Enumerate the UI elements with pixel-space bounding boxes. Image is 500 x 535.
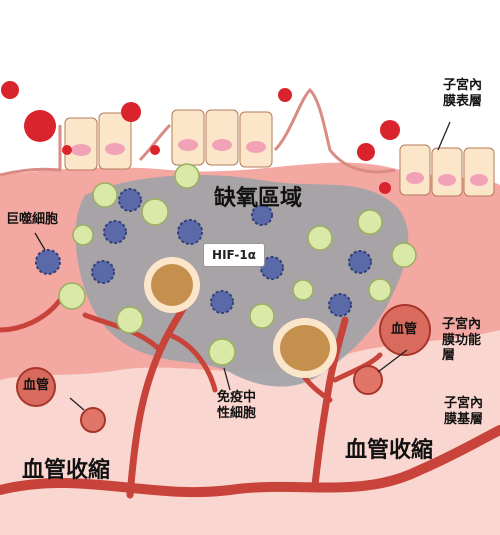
arrow-neutrophil: [223, 367, 231, 391]
epithelial-nucleus: [212, 139, 232, 151]
vessel-main: [0, 425, 500, 498]
macrophage: [260, 256, 284, 280]
label-basal-layer: 子宮內 膜基層: [444, 396, 484, 427]
blood-drop: [379, 182, 391, 194]
label-vasoconstriction-right: 血管收縮: [345, 438, 434, 463]
gland-left: [144, 257, 200, 313]
label-blood-vessel-left: 血管: [23, 378, 50, 393]
macrophage: [210, 290, 234, 314]
epithelial-cells-left: [64, 109, 273, 171]
macrophage: [177, 219, 203, 245]
epithelial-nucleus: [438, 174, 456, 186]
macrophage: [103, 220, 127, 244]
epithelial-cell: [399, 144, 431, 196]
macrophage: [251, 204, 273, 226]
epithelial-nucleus: [105, 143, 125, 155]
epithelial-cell: [171, 109, 205, 166]
vessel-cross-section: [379, 304, 431, 356]
label-neutrophil: 免疫中 性細胞: [217, 390, 257, 421]
immune-cells: [58, 163, 417, 366]
immune-cell: [58, 282, 86, 310]
immune-cell: [116, 306, 144, 334]
gland-right: [273, 318, 337, 378]
immune-cell: [292, 279, 314, 301]
epithelial-nucleus: [71, 144, 91, 156]
label-vasoconstriction-left: 血管收縮: [22, 458, 111, 483]
epithelial-cell: [239, 111, 273, 168]
blood-drop: [1, 81, 19, 99]
blood-drop: [357, 143, 375, 161]
macrophages: [35, 188, 372, 317]
immune-cell: [208, 338, 236, 366]
arrow-surface: [437, 121, 451, 151]
blood-drop: [150, 145, 160, 155]
label-arrows: [34, 121, 451, 411]
label-macrophage: 巨噬細胞: [6, 212, 59, 227]
vessel-cross-section: [80, 407, 106, 433]
blood-drop: [24, 110, 56, 142]
surface-outline: [0, 87, 396, 177]
vessel-branch: [311, 316, 349, 489]
epithelial-nucleus: [246, 141, 266, 153]
label-functional-layer: 子宮內 膜功能 層: [442, 317, 482, 364]
label-hypoxic-region: 缺氧區域: [214, 186, 303, 211]
immune-cell: [357, 209, 383, 235]
vessel-cross-section: [16, 367, 56, 407]
immune-cell: [307, 225, 333, 251]
macrophage: [348, 250, 372, 274]
label-endometrium-surface: 子宮內 膜表層: [443, 78, 483, 109]
arrow-vessel-right: [377, 349, 408, 373]
immune-cell: [141, 198, 169, 226]
epithelial-cell: [98, 112, 132, 170]
epithelial-cell: [463, 147, 495, 197]
immune-cell: [368, 278, 392, 302]
macrophage: [118, 188, 142, 212]
immune-cell: [72, 224, 94, 246]
vessel-cross-section: [353, 365, 383, 395]
epithelial-cell: [205, 109, 239, 166]
macrophage: [35, 249, 61, 275]
macrophage: [328, 293, 352, 317]
immune-cell: [391, 242, 417, 268]
label-blood-vessel-right: 血管: [391, 322, 418, 337]
epithelial-cells-right: [399, 144, 495, 197]
blood-drop: [380, 120, 400, 140]
epithelial-nucleus: [470, 174, 488, 186]
immune-cell: [92, 182, 118, 208]
arrow-vessel-left: [69, 397, 85, 411]
epithelial-nucleus: [178, 139, 198, 151]
macrophage: [91, 260, 115, 284]
vessel-branch: [167, 332, 218, 393]
immune-cell: [249, 303, 275, 329]
blood-drop: [278, 88, 292, 102]
epithelial-nucleus: [406, 172, 424, 184]
vessel-branch: [0, 297, 63, 333]
immune-cell: [174, 163, 200, 189]
gland-core: [151, 264, 193, 306]
label-hif: HIF-1α: [203, 243, 265, 267]
blood-drop: [121, 102, 141, 122]
blood-drop: [62, 145, 72, 155]
epithelial-cell: [431, 147, 463, 197]
gland-core: [280, 325, 330, 371]
arrow-macrophage: [34, 232, 46, 251]
